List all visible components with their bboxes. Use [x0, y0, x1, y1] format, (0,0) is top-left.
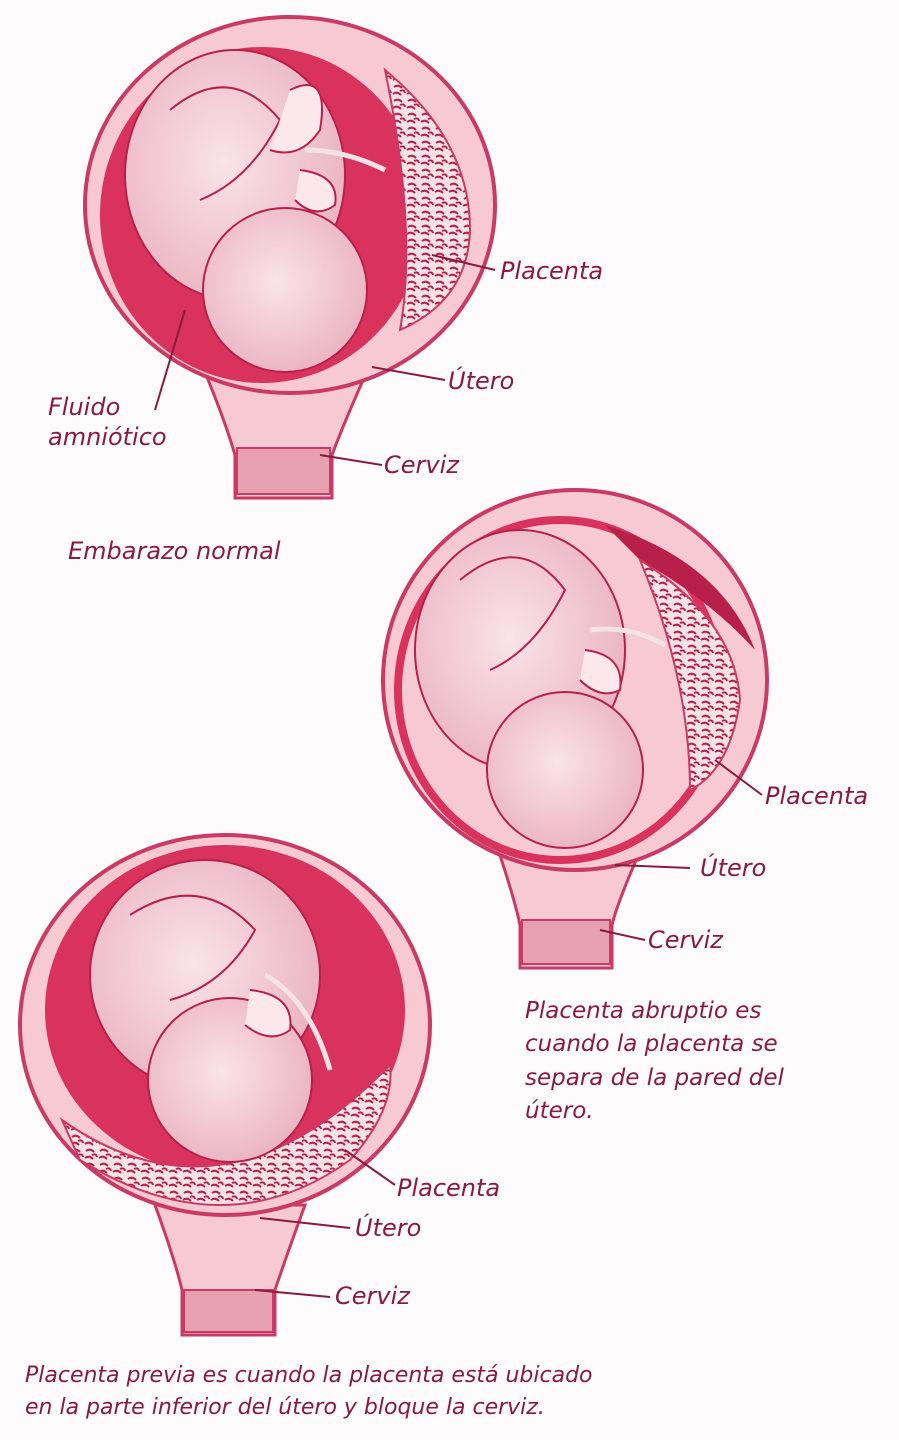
- caption-line: cuando la placenta se: [525, 1028, 784, 1061]
- caption-line: Placenta abruptio es: [525, 995, 784, 1028]
- caption-previa: Placenta previa es cuando la placenta es…: [25, 1360, 593, 1424]
- label-cervix-abruptio: Cerviz: [648, 927, 723, 955]
- cervix-band: [522, 920, 610, 964]
- label-placenta-abruptio: Placenta: [765, 783, 868, 811]
- caption-line: separa de la pared del: [525, 1062, 784, 1095]
- panel-title-normal: Embarazo normal: [68, 538, 280, 566]
- label-placenta-previa: Placenta: [397, 1175, 500, 1203]
- caption-line: útero.: [525, 1095, 784, 1128]
- label-placenta-normal: Placenta: [500, 258, 603, 286]
- panel-previa: [20, 835, 430, 1335]
- label-cervix-previa: Cerviz: [335, 1283, 410, 1311]
- label-fluid-line1: Fluido: [48, 394, 120, 422]
- label-fluid-line2: amniótico: [48, 424, 167, 452]
- panel-abruptio: [383, 490, 767, 968]
- caption-line: Placenta previa es cuando la placenta es…: [25, 1360, 593, 1392]
- label-cervix-normal: Cerviz: [384, 452, 459, 480]
- label-uterus-normal: Útero: [448, 368, 514, 396]
- cervix-band: [184, 1290, 273, 1332]
- caption-abruptio: Placenta abruptio es cuando la placenta …: [525, 995, 784, 1128]
- cervix-band: [237, 448, 330, 494]
- label-uterus-previa: Útero: [355, 1215, 421, 1243]
- label-uterus-abruptio: Útero: [700, 855, 766, 883]
- caption-line: en la parte inferior del útero y bloque …: [25, 1392, 593, 1424]
